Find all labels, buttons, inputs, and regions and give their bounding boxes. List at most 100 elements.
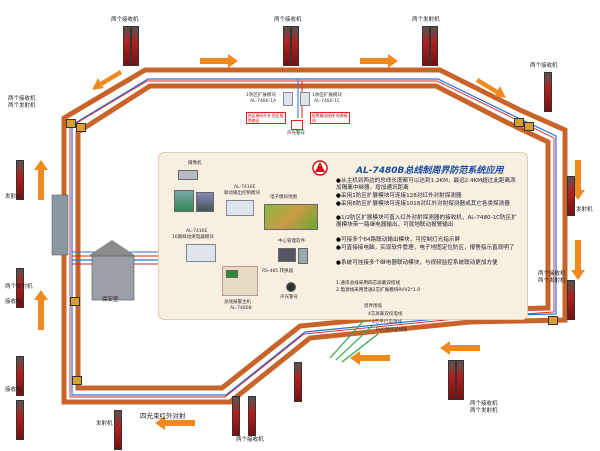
cable-label-2: 2芯平行电源线 [372, 320, 402, 325]
pole-top-mid-b [291, 26, 299, 66]
cable-title: 周界围墙 [364, 304, 382, 309]
pole-bottom-center-b [248, 396, 256, 436]
computer-icon [278, 248, 296, 262]
label-bottom-right-emit: 两个发射机 [470, 408, 498, 414]
camera-icon [178, 170, 198, 180]
bus-line-blue [71, 78, 557, 396]
pole-top-mid-a [283, 26, 291, 66]
beam-box-4 [524, 122, 534, 131]
label-top-right: 两个发射机 [412, 17, 440, 23]
system-panel [158, 152, 528, 320]
monitor-icon-2 [196, 192, 214, 212]
perimeter-wall-outer [61, 67, 568, 405]
siren-label: 声光警号 [287, 131, 305, 136]
zone-module-b [300, 92, 310, 106]
cable-label-1: 4芯屏蔽双绞电线 [368, 312, 403, 317]
zone-a-name: 1防区扩展模块 [246, 93, 276, 98]
zone-red-box-a: 防区拨码开关 防区报警输出 [246, 112, 286, 124]
relay-model: AL-7416E [186, 229, 208, 234]
feature-2: ●采用1防区扩展模块可连接128对红外对射探测器 [336, 193, 462, 199]
zone-b-name: 1防区扩展模块 [312, 93, 342, 98]
pole-bottom-mid [294, 362, 302, 402]
label-right-emitter: 发射机 [576, 207, 593, 213]
perimeter-wall-inner [75, 83, 551, 391]
feature-6: ●可直接接电脑，实现软件管理，电子地图定位防区，报警指示直观明了 [336, 245, 515, 251]
map-label: 电子模拟地图 [270, 195, 297, 200]
pole-right-top [544, 72, 552, 112]
feature-5: ●可接多个64路联动输出模块，可控制灯光指示屏 [336, 237, 460, 243]
beam-box-5 [72, 376, 82, 385]
pole-left-bottom-b [16, 400, 24, 440]
label-bottom-right-recv: 两个接收机 [470, 401, 498, 407]
pole-left-emitter [16, 160, 24, 200]
computer-tower-icon [298, 248, 308, 264]
guard-house-label: 保安室 [102, 297, 119, 303]
feature-4: ●1/2防区扩展模块可直入红外对射探测器的接收机，AL-7480-1C防区扩展模… [336, 215, 517, 228]
direction-arrows [34, 54, 585, 430]
pole-left-bottom [16, 356, 24, 396]
zone-red-box-b: 报警输出接线 电源接线 [310, 112, 350, 124]
pole-bottom-center [232, 396, 240, 436]
note-2: 2.电源线采用普通2芯扩展模块RVV2*1.0 [336, 288, 421, 293]
label-left-bottom-receiver: 接收机 [5, 387, 22, 393]
linkage-name: 联动输出控制模块 [224, 191, 260, 196]
pole-top-right-b [430, 26, 438, 66]
host-keypad-icon [226, 270, 238, 278]
siren-device [291, 120, 303, 130]
converter-label: RS-485 转换器 [262, 269, 294, 274]
relay-name: 16路联动继电器模块 [172, 235, 214, 240]
pole-top-left-b [131, 26, 139, 66]
pole-bottom-right-b [456, 360, 464, 400]
pole-left-receiver [16, 268, 24, 308]
cable-label-3: PVC塑料穿线管 [376, 328, 408, 333]
alarm-label: 声光警号 [280, 295, 298, 300]
label-right-top: 两个接收机 [530, 63, 558, 69]
pole-right-mid [567, 280, 575, 320]
label-left-top-b: 两个发射机 [8, 103, 36, 109]
pole-top-right-a [422, 26, 430, 66]
beam-box-2 [76, 123, 86, 132]
label-left-pair: 两个发射机 [5, 284, 33, 290]
bus-line-red [69, 80, 555, 398]
note-1: 1.通讯总线采用四芯屏蔽双绞线 [336, 281, 401, 286]
label-right-pair-emit: 两个发射机 [538, 278, 566, 284]
feature-3: ●采用8防区扩展模块可连接1018对红外对射探测器或其它各类探测器 [336, 201, 510, 207]
pole-top-left [123, 26, 131, 66]
monitor-icon [174, 190, 194, 212]
beam-box-6 [548, 316, 558, 325]
bottom-caption: 四光束红外对射 [140, 412, 186, 420]
alarm-speaker-icon [286, 282, 296, 292]
label-right-pair-recv: 两个接收机 [538, 271, 566, 277]
left-wall-texture [51, 194, 69, 256]
beam-box-1 [66, 119, 76, 128]
zone-module-a [283, 92, 293, 106]
feature-7: ●系统可挂接多个继电器联动模块，与视频监控系统联动更加方便 [336, 260, 498, 266]
label-bottom-emitter: 发射机 [96, 421, 113, 427]
zone-a-model: AL-7480-1A [250, 99, 277, 104]
host-name: 总线报警主机 [224, 300, 251, 305]
linkage-model: AL-7416E [234, 185, 256, 190]
cable-lines [329, 317, 379, 363]
label-left-emitter: 发射机 [5, 194, 22, 200]
zone-b-model: AL-7480-1C [314, 99, 341, 104]
label-left-receiver: 接收机 [5, 299, 22, 305]
label-top-mid: 两个接收机 [274, 17, 302, 23]
camera-label: 摄像机 [188, 161, 202, 166]
label-top-left-pair: 两个接收机 [111, 17, 139, 23]
beam-box-3 [514, 118, 524, 127]
label-bottom-mid: 两个接收机 [236, 437, 264, 443]
feature-1: ●从主机到两边的总线长度都可以达到1.2KM，最远2.4KM超过此距离添加隔离中… [336, 178, 516, 191]
label-left-top: 两个接收机 [8, 96, 36, 102]
pc-label: 中心管理软件 [278, 239, 305, 244]
relay-module [186, 244, 216, 262]
beam-box-7 [70, 297, 80, 306]
system-title: AL-7480B总线制周界防范系统应用 [356, 166, 504, 176]
host-unit [222, 266, 258, 296]
pole-bottom-right-a [448, 360, 456, 400]
linkage-module [226, 200, 254, 216]
pole-bottom-left [114, 410, 122, 450]
electronic-map [264, 204, 318, 230]
